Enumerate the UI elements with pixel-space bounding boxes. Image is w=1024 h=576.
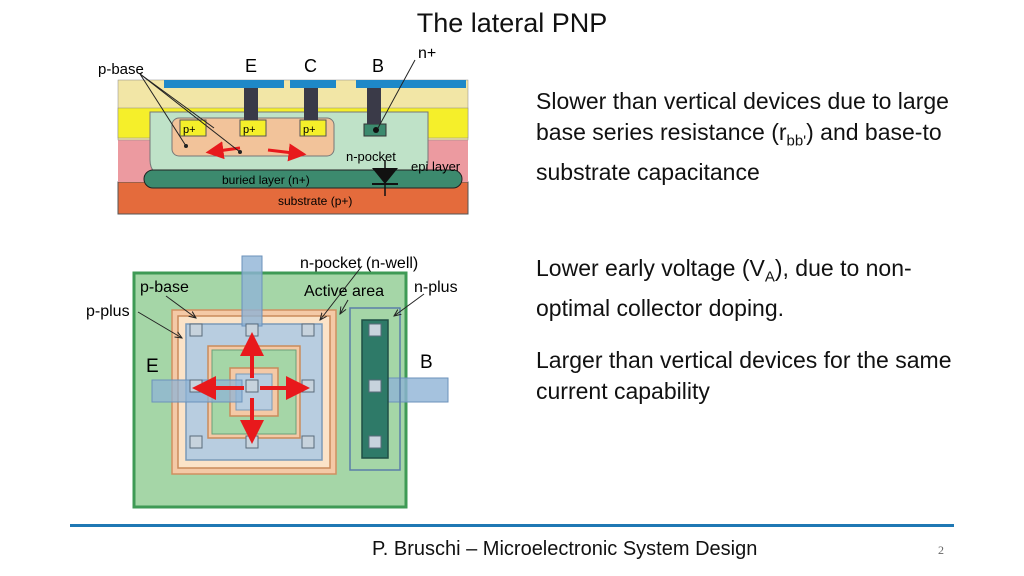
- label-active-area: Active area: [304, 283, 384, 300]
- layout-view-diagram: [132, 255, 449, 509]
- label-layout-emitter: E: [146, 356, 159, 377]
- label-p-plus-2: p+: [243, 124, 256, 136]
- page-title: The lateral PNP: [416, 8, 608, 38]
- label-emitter: E: [245, 56, 257, 76]
- n-plus-area: [349, 307, 401, 471]
- base-contact: [367, 88, 381, 124]
- metal-mid: [290, 80, 336, 88]
- label-p-base: p-base: [98, 61, 144, 78]
- bullet-early-voltage: Lower early voltage (VA), due to non-opt…: [536, 255, 912, 321]
- label-p-plus-1: p+: [183, 124, 196, 136]
- label-buried-layer: buried layer (n+): [222, 173, 310, 187]
- cross-section-diagram: [117, 59, 469, 215]
- label-epi-layer: epi layer: [411, 159, 461, 174]
- footer-text: P. Bruschi – Microelectronic System Desi…: [372, 538, 758, 560]
- emitter-contact: [244, 88, 258, 120]
- diode-symbol: [372, 168, 398, 184]
- metal-left: [164, 80, 284, 88]
- collector-contact: [304, 88, 318, 120]
- label-layout-p-base: p-base: [140, 279, 189, 296]
- label-n-plus-top: n+: [418, 45, 436, 62]
- label-layout-base: B: [420, 352, 433, 373]
- metal-right: [356, 80, 466, 88]
- bullet-slower: Slower than vertical devices due to larg…: [536, 88, 949, 185]
- label-p-plus-3: p+: [303, 124, 316, 136]
- label-p-plus: p-plus: [86, 303, 130, 320]
- label-substrate: substrate (p+): [278, 194, 352, 208]
- arrow-right: [267, 143, 307, 162]
- label-base: B: [372, 56, 384, 76]
- footer-divider: [70, 524, 954, 527]
- label-n-plus: n-plus: [414, 279, 458, 296]
- bullet-larger: Larger than vertical devices for the sam…: [536, 347, 952, 404]
- page-number: 2: [938, 543, 944, 557]
- label-n-pocket: n-pocket: [346, 149, 396, 164]
- label-collector: C: [304, 56, 317, 76]
- label-n-pocket-n-well: n-pocket (n-well): [300, 255, 418, 272]
- p-plus-left: [179, 119, 207, 137]
